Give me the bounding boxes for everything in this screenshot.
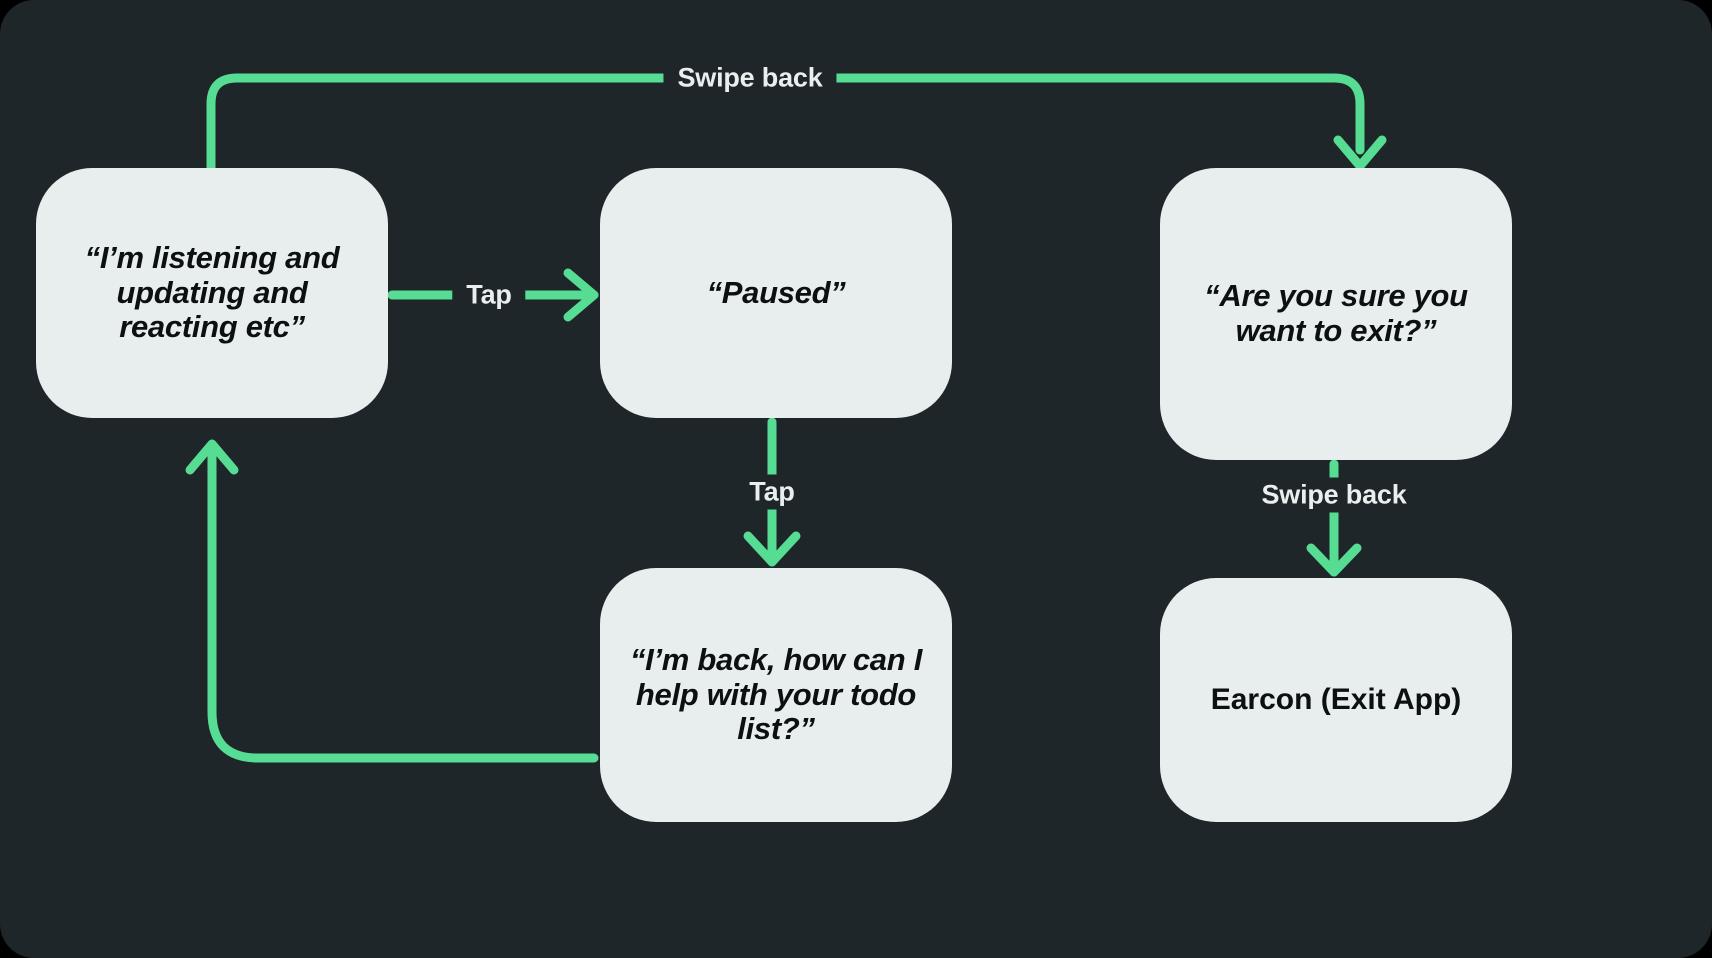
node-listening[interactable]: “I’m listening and updating and reacting… [36, 168, 388, 418]
node-back-label: “I’m back, how can I help with your todo… [629, 641, 923, 747]
node-exit-confirm-label: “Are you sure you want to exit?” [1204, 278, 1468, 348]
node-listening-label: “I’m listening and updating and reacting… [84, 239, 340, 345]
edge-back-to-listening [185, 439, 599, 763]
node-exit-confirm[interactable]: “Are you sure you want to exit?” [1160, 168, 1512, 460]
node-back[interactable]: “I’m back, how can I help with your todo… [600, 568, 952, 822]
node-earcon-exit-app-label: Earcon (Exit App) [1210, 683, 1462, 717]
edge-label-swipe-back-exit-to-earcon: Swipe back [1247, 477, 1421, 513]
edge-label-tap-listening-to-paused: Tap [452, 277, 526, 313]
edge-label-swipe-back-top: Swipe back [663, 60, 837, 96]
edge-label-tap-paused-to-back: Tap [735, 474, 809, 510]
node-paused[interactable]: “Paused” [600, 168, 952, 418]
node-earcon-exit-app[interactable]: Earcon (Exit App) [1160, 578, 1512, 822]
node-paused-label: “Paused” [706, 274, 846, 310]
